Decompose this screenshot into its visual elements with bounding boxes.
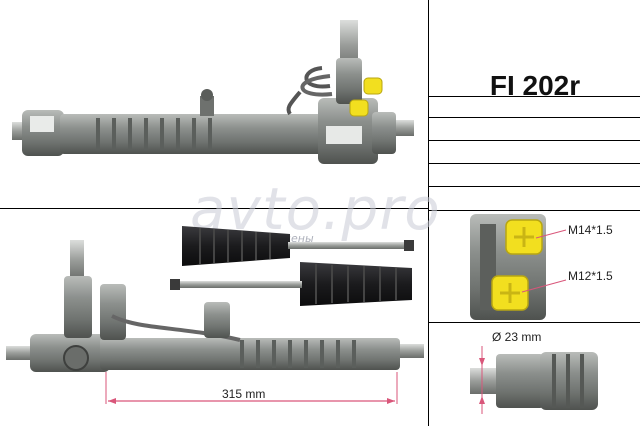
- spec-line-5: [428, 186, 640, 187]
- spec-line-2: [428, 117, 640, 118]
- steering-rack-top-view: [12, 20, 414, 164]
- product-code: FI 202r: [489, 70, 581, 101]
- shaft-diameter-view: [470, 346, 598, 414]
- length-label: 315 mm: [222, 387, 266, 401]
- spec-line-3: [428, 140, 640, 141]
- spec-line-4: [428, 163, 640, 164]
- spec-line-1: [428, 96, 640, 97]
- frame-divider-vertical: [428, 0, 429, 426]
- diameter-label: Ø 23 mm: [492, 330, 542, 344]
- boots-and-tie-rods: [170, 226, 414, 306]
- spec-line-7: [428, 322, 640, 323]
- frame-divider-horizontal-left: [0, 208, 428, 209]
- steering-rack-bottom-view: [6, 240, 424, 404]
- fitting-label-lower: M12*1.5: [568, 269, 613, 283]
- fitting-detail-view: [470, 214, 567, 320]
- spec-line-6: [428, 210, 640, 211]
- fitting-label-upper: M14*1.5: [568, 223, 613, 237]
